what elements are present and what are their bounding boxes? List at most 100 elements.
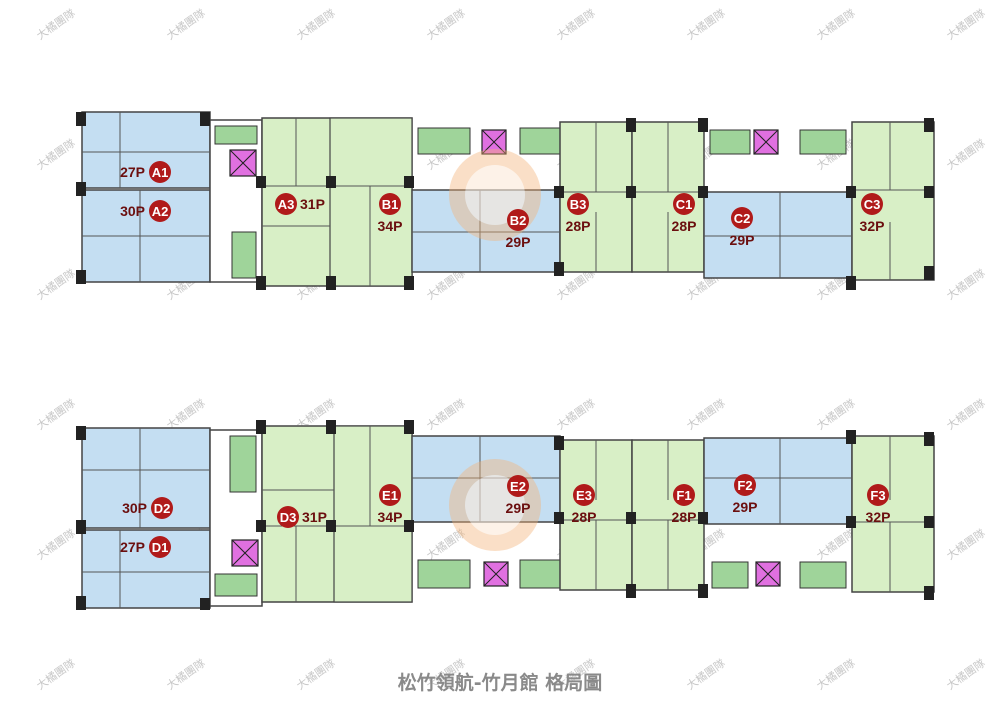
unit-code: E3 bbox=[576, 488, 592, 503]
unit-code: F2 bbox=[737, 478, 752, 493]
stair-icon bbox=[417, 127, 471, 155]
unit-badge bbox=[379, 193, 401, 215]
unit-code: F3 bbox=[870, 488, 885, 503]
unit-badge bbox=[275, 193, 297, 215]
watermark-text: 大橘團隊 bbox=[944, 136, 988, 173]
unit-badge bbox=[149, 161, 171, 183]
unit-code: A1 bbox=[152, 165, 169, 180]
unit-badge bbox=[567, 193, 589, 215]
unit-label-a1: A1 27P bbox=[120, 161, 171, 183]
unit-e2-area bbox=[411, 435, 561, 523]
unit-code: F1 bbox=[676, 488, 691, 503]
unit-code: D1 bbox=[152, 540, 169, 555]
unit-size: 29P bbox=[506, 234, 531, 250]
stair-icon bbox=[229, 435, 257, 493]
watermark-text: 大橘團隊 bbox=[34, 396, 78, 433]
unit-badge bbox=[867, 484, 889, 506]
unit-code: D2 bbox=[154, 501, 171, 516]
stair-icon bbox=[519, 559, 561, 589]
watermark-text: 大橘團隊 bbox=[944, 266, 988, 303]
unit-size: 31P bbox=[300, 196, 325, 212]
unit-label-d1: D1 27P bbox=[120, 536, 171, 558]
stair-icon bbox=[799, 129, 847, 155]
unit-badge bbox=[673, 484, 695, 506]
watermark-text: 大橘團隊 bbox=[34, 6, 78, 43]
unit-badge bbox=[149, 536, 171, 558]
unit-badge bbox=[731, 207, 753, 229]
unit-code: A2 bbox=[152, 204, 169, 219]
unit-size: 29P bbox=[506, 500, 531, 516]
unit-size: 32P bbox=[866, 509, 891, 525]
unit-size: 34P bbox=[378, 509, 403, 525]
brand-logo-mark bbox=[449, 149, 541, 241]
unit-size: 30P bbox=[122, 500, 147, 516]
unit-code: E1 bbox=[382, 488, 398, 503]
unit-label-d2: D2 30P bbox=[122, 497, 173, 519]
watermark-text: 大橘團隊 bbox=[684, 6, 728, 43]
watermark-text: 大橘團隊 bbox=[34, 266, 78, 303]
unit-badge bbox=[861, 193, 883, 215]
watermark-text: 大橘團隊 bbox=[554, 396, 598, 433]
unit-code: A3 bbox=[278, 197, 295, 212]
unit-badge bbox=[507, 209, 529, 231]
stair-icon bbox=[214, 125, 258, 145]
unit-code: D3 bbox=[280, 510, 297, 525]
unit-size: 28P bbox=[672, 218, 697, 234]
unit-c2-area bbox=[703, 191, 853, 279]
stair-icon bbox=[231, 231, 257, 279]
unit-f3-area bbox=[851, 435, 935, 593]
watermark-text: 大橘團隊 bbox=[164, 396, 208, 433]
watermark-text: 大橘團隊 bbox=[944, 396, 988, 433]
watermark-text: 大橘團隊 bbox=[944, 526, 988, 563]
unit-label-a2: A2 30P bbox=[120, 200, 171, 222]
unit-badge bbox=[277, 506, 299, 528]
unit-badge bbox=[734, 474, 756, 496]
unit-code: B3 bbox=[570, 197, 587, 212]
unit-size: 29P bbox=[733, 499, 758, 515]
watermark-text: 大橘團隊 bbox=[424, 6, 468, 43]
unit-badge bbox=[379, 484, 401, 506]
unit-size: 34P bbox=[378, 218, 403, 234]
unit-badge bbox=[507, 475, 529, 497]
unit-code: B1 bbox=[382, 197, 399, 212]
unit-d1-area bbox=[81, 529, 211, 609]
unit-badge bbox=[673, 193, 695, 215]
watermark-text: 大橘團隊 bbox=[814, 526, 858, 563]
watermark-text: 大橘團隊 bbox=[424, 396, 468, 433]
unit-size: 30P bbox=[120, 203, 145, 219]
unit-code: C2 bbox=[734, 211, 751, 226]
stair-icon bbox=[519, 127, 561, 155]
unit-size: 32P bbox=[860, 218, 885, 234]
unit-code: B2 bbox=[510, 213, 527, 228]
watermark-text: 大橘團隊 bbox=[944, 6, 988, 43]
stair-icon bbox=[214, 573, 258, 597]
unit-label-a3: A3 31P bbox=[275, 193, 325, 215]
unit-size: 28P bbox=[572, 509, 597, 525]
unit-size: 28P bbox=[672, 509, 697, 525]
unit-size: 27P bbox=[120, 539, 145, 555]
watermark-text: 大橘團隊 bbox=[814, 396, 858, 433]
unit-badge bbox=[151, 497, 173, 519]
unit-badge bbox=[149, 200, 171, 222]
watermark-text: 大橘團隊 bbox=[34, 136, 78, 173]
unit-code: C3 bbox=[864, 197, 881, 212]
bottom-floor-plan bbox=[76, 420, 935, 610]
watermark-text: 大橘團隊 bbox=[34, 526, 78, 563]
stair-icon bbox=[799, 561, 847, 589]
unit-badge bbox=[573, 484, 595, 506]
unit-b2-area bbox=[411, 189, 561, 273]
unit-code: E2 bbox=[510, 479, 526, 494]
unit-size: 27P bbox=[120, 164, 145, 180]
unit-size: 28P bbox=[566, 218, 591, 234]
unit-code: C1 bbox=[676, 197, 693, 212]
